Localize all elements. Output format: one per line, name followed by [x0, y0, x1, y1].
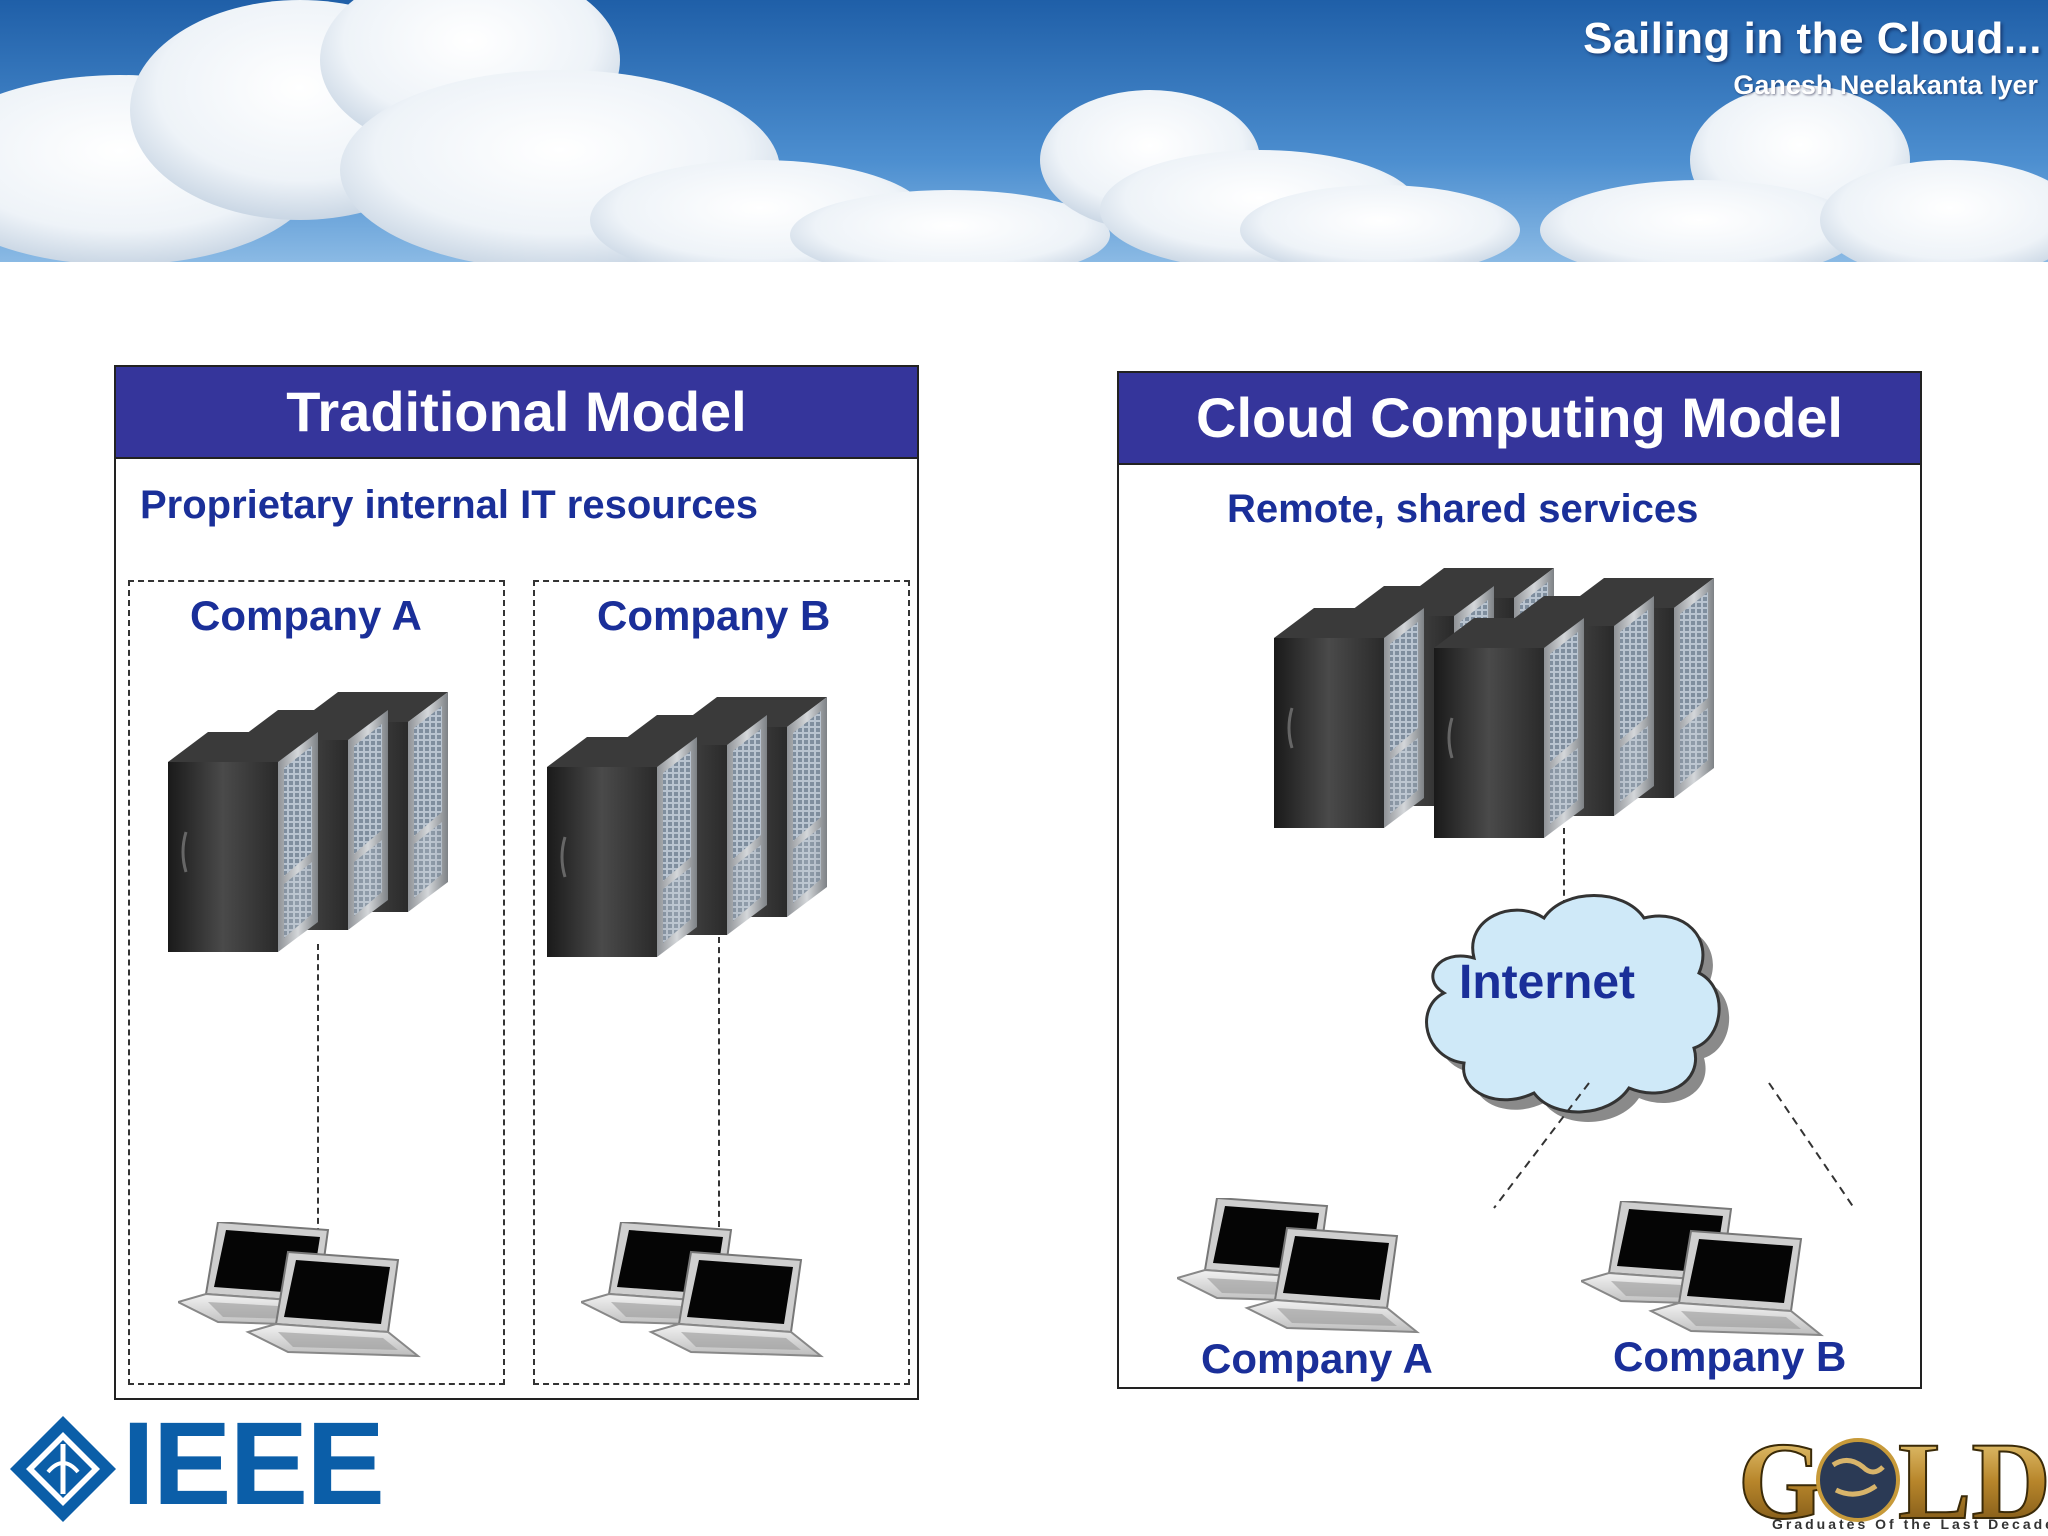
- cloud-model-header: Cloud Computing Model: [1119, 373, 1920, 465]
- company-b-box: Company B: [533, 580, 910, 1385]
- gold-tagline: Graduates Of the Last Decade: [1772, 1516, 2048, 1532]
- internet-cloud-icon: [1425, 894, 1730, 1122]
- company-a-laptops-icon: [1177, 1198, 1437, 1348]
- company-a-label: Company A: [190, 592, 422, 639]
- ieee-logo-text: IEEE: [122, 1398, 385, 1530]
- server-internet-line: [1563, 828, 1565, 906]
- server-cluster-icon: [547, 697, 847, 967]
- connection-line: [317, 944, 319, 1234]
- sky-cloud-image: [0, 0, 2048, 270]
- company-b-label: Company B: [597, 592, 831, 639]
- cloud-subtitle: Remote, shared services: [1227, 487, 1699, 531]
- banner-author: Ganesh Neelakanta Iyer: [1733, 70, 2038, 100]
- connection-line: [718, 937, 720, 1227]
- cloud-company-a-label: Company A: [1201, 1335, 1433, 1382]
- company-a-box: Company A: [128, 580, 505, 1385]
- shared-server-cluster-icon: [1274, 568, 1754, 858]
- gold-logo-icon: G LD: [1738, 1420, 2048, 1536]
- svg-text:LD: LD: [1898, 1420, 2048, 1536]
- traditional-model-header: Traditional Model: [116, 367, 917, 459]
- company-b-laptops-icon: [1581, 1201, 1841, 1351]
- internet-connection-lines: [1493, 1082, 1855, 1209]
- traditional-model-panel: Traditional Model Proprietary internal I…: [114, 365, 919, 1400]
- server-cluster-icon: [168, 692, 468, 962]
- laptops-icon: [178, 1222, 438, 1372]
- header-banner: Sailing in the Cloud... Ganesh Neelakant…: [0, 0, 2048, 270]
- cloud-company-b-label: Company B: [1613, 1333, 1847, 1380]
- internet-label: Internet: [1459, 956, 1636, 1009]
- cloud-computing-model-panel: Cloud Computing Model Remote, shared ser…: [1117, 371, 1922, 1389]
- banner-title: Sailing in the Cloud...: [1583, 14, 2042, 63]
- svg-text:G: G: [1738, 1420, 1824, 1536]
- traditional-subtitle: Proprietary internal IT resources: [140, 483, 759, 527]
- ieee-diamond-logo-icon: [10, 1416, 116, 1522]
- laptops-icon: [581, 1222, 841, 1372]
